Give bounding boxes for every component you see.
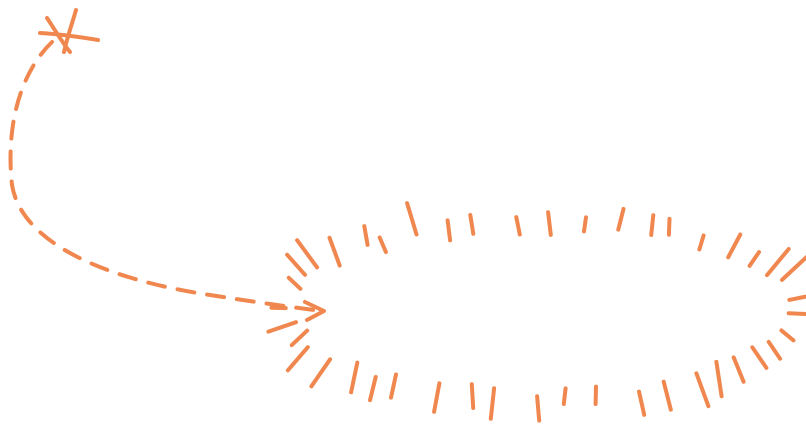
burst-ray [766, 339, 783, 361]
burst-ray [750, 345, 769, 370]
burst-ray [714, 359, 724, 399]
burst-ray [349, 360, 360, 395]
burst-ray [309, 357, 333, 389]
burst-ray [787, 294, 806, 302]
burst-ray [780, 255, 806, 282]
burst-ray [368, 375, 378, 403]
dashed-trail [8, 40, 324, 313]
x-mark-icon [38, 8, 100, 54]
burst-ray [377, 235, 388, 254]
burst-ray [266, 320, 298, 334]
burst-ray [637, 389, 647, 417]
burst-ray [327, 235, 342, 268]
burst-ray [286, 275, 303, 291]
burst-ray [779, 328, 796, 343]
burst-ray [362, 224, 370, 247]
burst-ray [469, 382, 476, 410]
burst-ray [405, 201, 419, 237]
burst-ray [582, 215, 588, 234]
burst-ray [488, 386, 497, 421]
burst-ray [514, 215, 522, 237]
burst-ray [445, 218, 453, 243]
burst-ray [765, 247, 791, 278]
burst-ray [289, 328, 310, 348]
burst-ray [666, 216, 672, 237]
burst-ray [285, 345, 310, 373]
burst-ray [285, 252, 307, 277]
burst-ray [661, 379, 673, 412]
burst-oval-icon [266, 201, 806, 423]
burst-ray [731, 355, 746, 384]
burst-ray [535, 394, 542, 423]
burst-ray [432, 381, 442, 414]
burst-ray [747, 250, 761, 268]
burst-ray [649, 213, 656, 237]
burst-ray [295, 238, 320, 270]
burst-ray [694, 371, 711, 409]
arrowhead-icon [303, 300, 326, 322]
burst-ray [786, 311, 806, 316]
burst-ray [726, 232, 743, 260]
burst-ray [546, 210, 553, 237]
burst-ray [697, 233, 706, 252]
burst-ray [616, 206, 626, 232]
burst-ray [561, 386, 568, 406]
burst-ray [389, 372, 398, 400]
burst-ray [468, 213, 476, 236]
